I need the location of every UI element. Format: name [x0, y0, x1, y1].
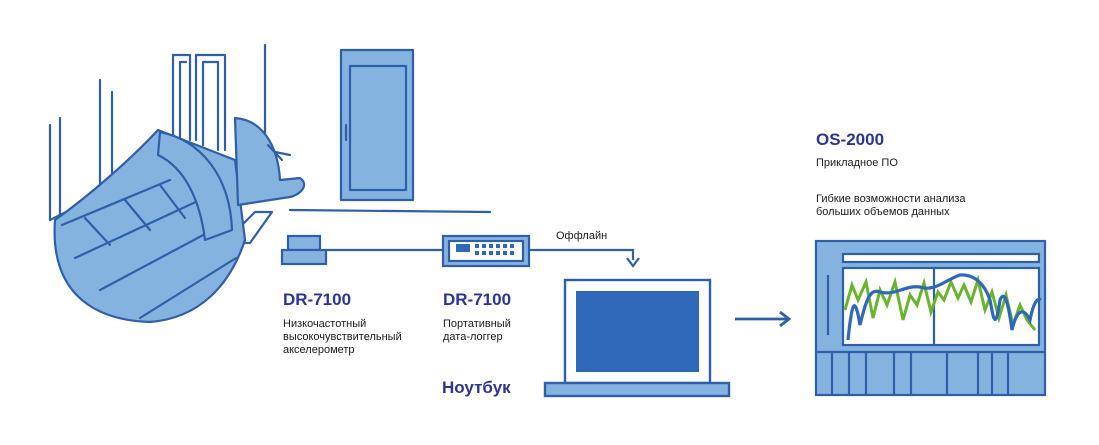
accelerometer-description: Низкочастотный высокочувствительный аксе…	[283, 318, 402, 357]
data-logger-icon	[441, 234, 531, 268]
accelerometer-desc-line: акселерометр	[283, 344, 355, 356]
blue-signal-line	[846, 273, 1042, 341]
offline-connector	[529, 248, 635, 260]
accelerometer-desc-line: высокочувствительный	[283, 331, 402, 343]
arrow-right-icon	[735, 310, 792, 328]
laptop-label: Ноутбук	[442, 378, 511, 397]
logger-description: Портативный дата-логгер	[443, 318, 511, 344]
accelerometer-title: DR-7100	[283, 290, 352, 309]
accelerometer-desc-line: Низкочастотный	[283, 318, 367, 330]
logger-desc-line: Портативный	[443, 318, 511, 330]
arrow-down-icon	[626, 257, 640, 268]
software-title: OS-2000	[816, 130, 885, 149]
logger-desc-line: дата-логгер	[443, 331, 503, 343]
software-desc-line: Гибкие возможности анализа	[816, 193, 966, 205]
logger-title: DR-7100	[443, 290, 512, 309]
software-description: Гибкие возможности анализа больших объем…	[816, 193, 966, 219]
software-subtitle: Прикладное ПО	[816, 157, 898, 169]
laptop-icon	[543, 278, 731, 398]
green-signal-line	[843, 274, 1037, 331]
software-window-icon	[814, 239, 1047, 397]
software-desc-line: больших объемов данных	[816, 206, 950, 218]
bridge-structure-icon	[48, 43, 492, 324]
accelerometer-icon	[280, 234, 328, 266]
offline-label: Оффлайн	[556, 230, 608, 242]
